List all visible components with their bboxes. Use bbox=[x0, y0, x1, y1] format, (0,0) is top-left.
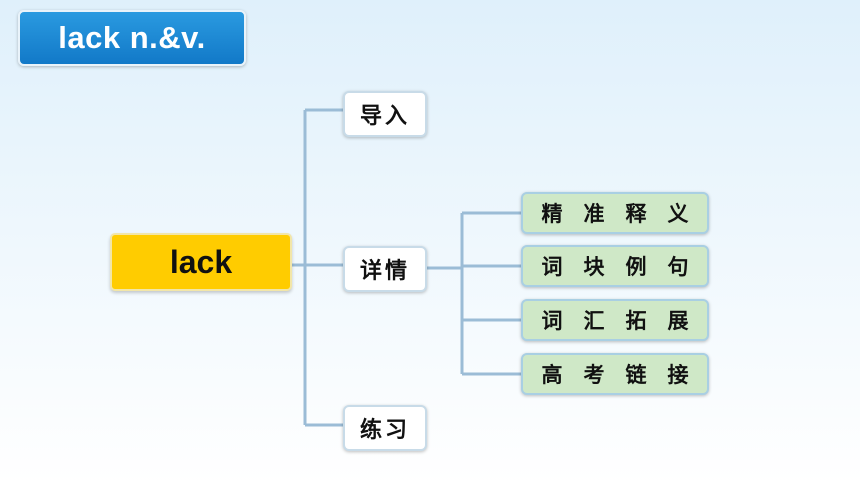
detail-phrases[interactable]: 词 块 例 句 bbox=[521, 245, 709, 287]
detail-char: 句 bbox=[667, 255, 689, 279]
detail-char: 释 bbox=[625, 202, 647, 226]
detail-exam[interactable]: 高 考 链 接 bbox=[521, 353, 709, 395]
branch-practice[interactable]: 练习 bbox=[343, 405, 427, 451]
detail-char: 拓 bbox=[625, 309, 647, 333]
detail-char: 展 bbox=[667, 309, 689, 333]
detail-char: 高 bbox=[541, 363, 563, 387]
root-label: lack bbox=[169, 243, 233, 280]
title-text: lack n.&v. bbox=[58, 20, 206, 55]
detail-char: 链 bbox=[625, 363, 647, 387]
detail-char: 精 bbox=[541, 202, 563, 226]
detail-char: 考 bbox=[583, 363, 605, 387]
branch-details[interactable]: 详情 bbox=[343, 246, 427, 292]
branch-details-label: 详情 bbox=[359, 259, 410, 284]
detail-char: 块 bbox=[583, 255, 605, 279]
branch-intro-label: 导入 bbox=[359, 104, 410, 129]
detail-vocabulary[interactable]: 词 汇 拓 展 bbox=[521, 299, 709, 341]
detail-char: 义 bbox=[667, 202, 689, 226]
root-node[interactable]: lack bbox=[110, 233, 292, 291]
detail-char: 接 bbox=[667, 363, 689, 387]
detail-char: 词 bbox=[541, 255, 563, 279]
detail-char: 词 bbox=[541, 309, 563, 333]
title-badge: lack n.&v. bbox=[18, 10, 246, 66]
detail-definition[interactable]: 精 准 释 义 bbox=[521, 192, 709, 234]
branch-practice-label: 练习 bbox=[359, 418, 410, 443]
detail-char: 准 bbox=[583, 202, 605, 226]
detail-char: 例 bbox=[625, 255, 647, 279]
branch-intro[interactable]: 导入 bbox=[343, 91, 427, 137]
detail-char: 汇 bbox=[583, 309, 605, 333]
